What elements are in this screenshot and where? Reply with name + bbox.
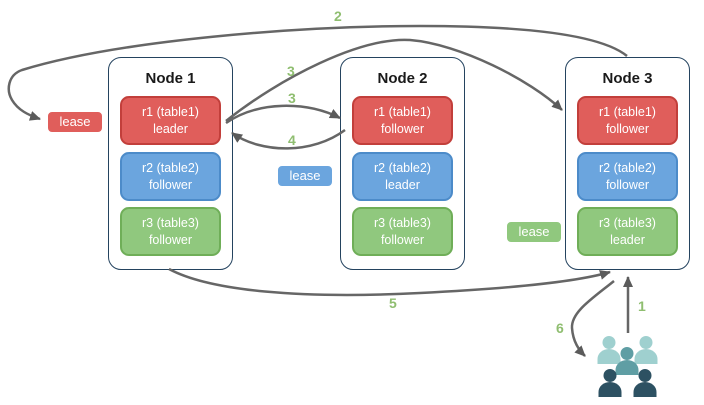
replica-role: follower: [148, 232, 193, 247]
arrow-step-2: [7, 24, 628, 121]
node2-replica-r3: r3 (table3) follower: [352, 207, 453, 256]
replica-name: r1 (table1): [142, 105, 199, 120]
node-2: Node 2 r1 (table1) follower r2 (table2) …: [340, 57, 465, 270]
node2-replica-r1: r1 (table1) follower: [352, 96, 453, 145]
replica-role: follower: [380, 121, 425, 136]
replica-role: follower: [148, 177, 193, 192]
node-2-title: Node 2: [377, 70, 428, 87]
lease-badge-green: lease: [506, 221, 562, 243]
lease-badge-red: lease: [47, 111, 103, 133]
replica-name: r1 (table1): [374, 105, 431, 120]
node3-replica-r2: r2 (table2) follower: [577, 152, 678, 201]
replica-name: r2 (table2): [599, 161, 656, 176]
node2-replica-r2: r2 (table2) leader: [352, 152, 453, 201]
arrow-step-6: [570, 280, 615, 357]
step-label-3a: 3: [287, 63, 295, 79]
node1-replica-r1: r1 (table1) leader: [120, 96, 221, 145]
replica-role: follower: [605, 177, 650, 192]
step-label-3b: 3: [288, 90, 296, 106]
step-label-1: 1: [638, 298, 646, 314]
step-label-4: 4: [288, 132, 296, 148]
replica-role: follower: [605, 121, 650, 136]
replica-name: r3 (table3): [142, 216, 199, 231]
replica-role: leader: [610, 232, 645, 247]
step-label-6: 6: [556, 320, 564, 336]
node3-replica-r3: r3 (table3) leader: [577, 207, 678, 256]
replica-name: r1 (table1): [599, 105, 656, 120]
replica-name: r2 (table2): [374, 161, 431, 176]
node-1-title: Node 1: [145, 70, 196, 87]
arrow-step-3-to-node2: [225, 104, 341, 125]
replica-role: leader: [153, 121, 188, 136]
node-1: Node 1 r1 (table1) leader r2 (table2) fo…: [108, 57, 233, 270]
replica-name: r3 (table3): [599, 216, 656, 231]
arrow-step-5: [168, 267, 611, 297]
lease-badge-blue: lease: [277, 165, 333, 187]
step-label-2: 2: [334, 8, 342, 24]
replica-name: r3 (table3): [374, 216, 431, 231]
node1-replica-r3: r3 (table3) follower: [120, 207, 221, 256]
node-3-title: Node 3: [602, 70, 653, 87]
step-label-5: 5: [389, 295, 397, 311]
node3-replica-r1: r1 (table1) follower: [577, 96, 678, 145]
users-group-icon: [597, 336, 658, 397]
replica-name: r2 (table2): [142, 161, 199, 176]
node-3: Node 3 r1 (table1) follower r2 (table2) …: [565, 57, 690, 270]
node1-replica-r2: r2 (table2) follower: [120, 152, 221, 201]
replica-role: leader: [385, 177, 420, 192]
replica-role: follower: [380, 232, 425, 247]
